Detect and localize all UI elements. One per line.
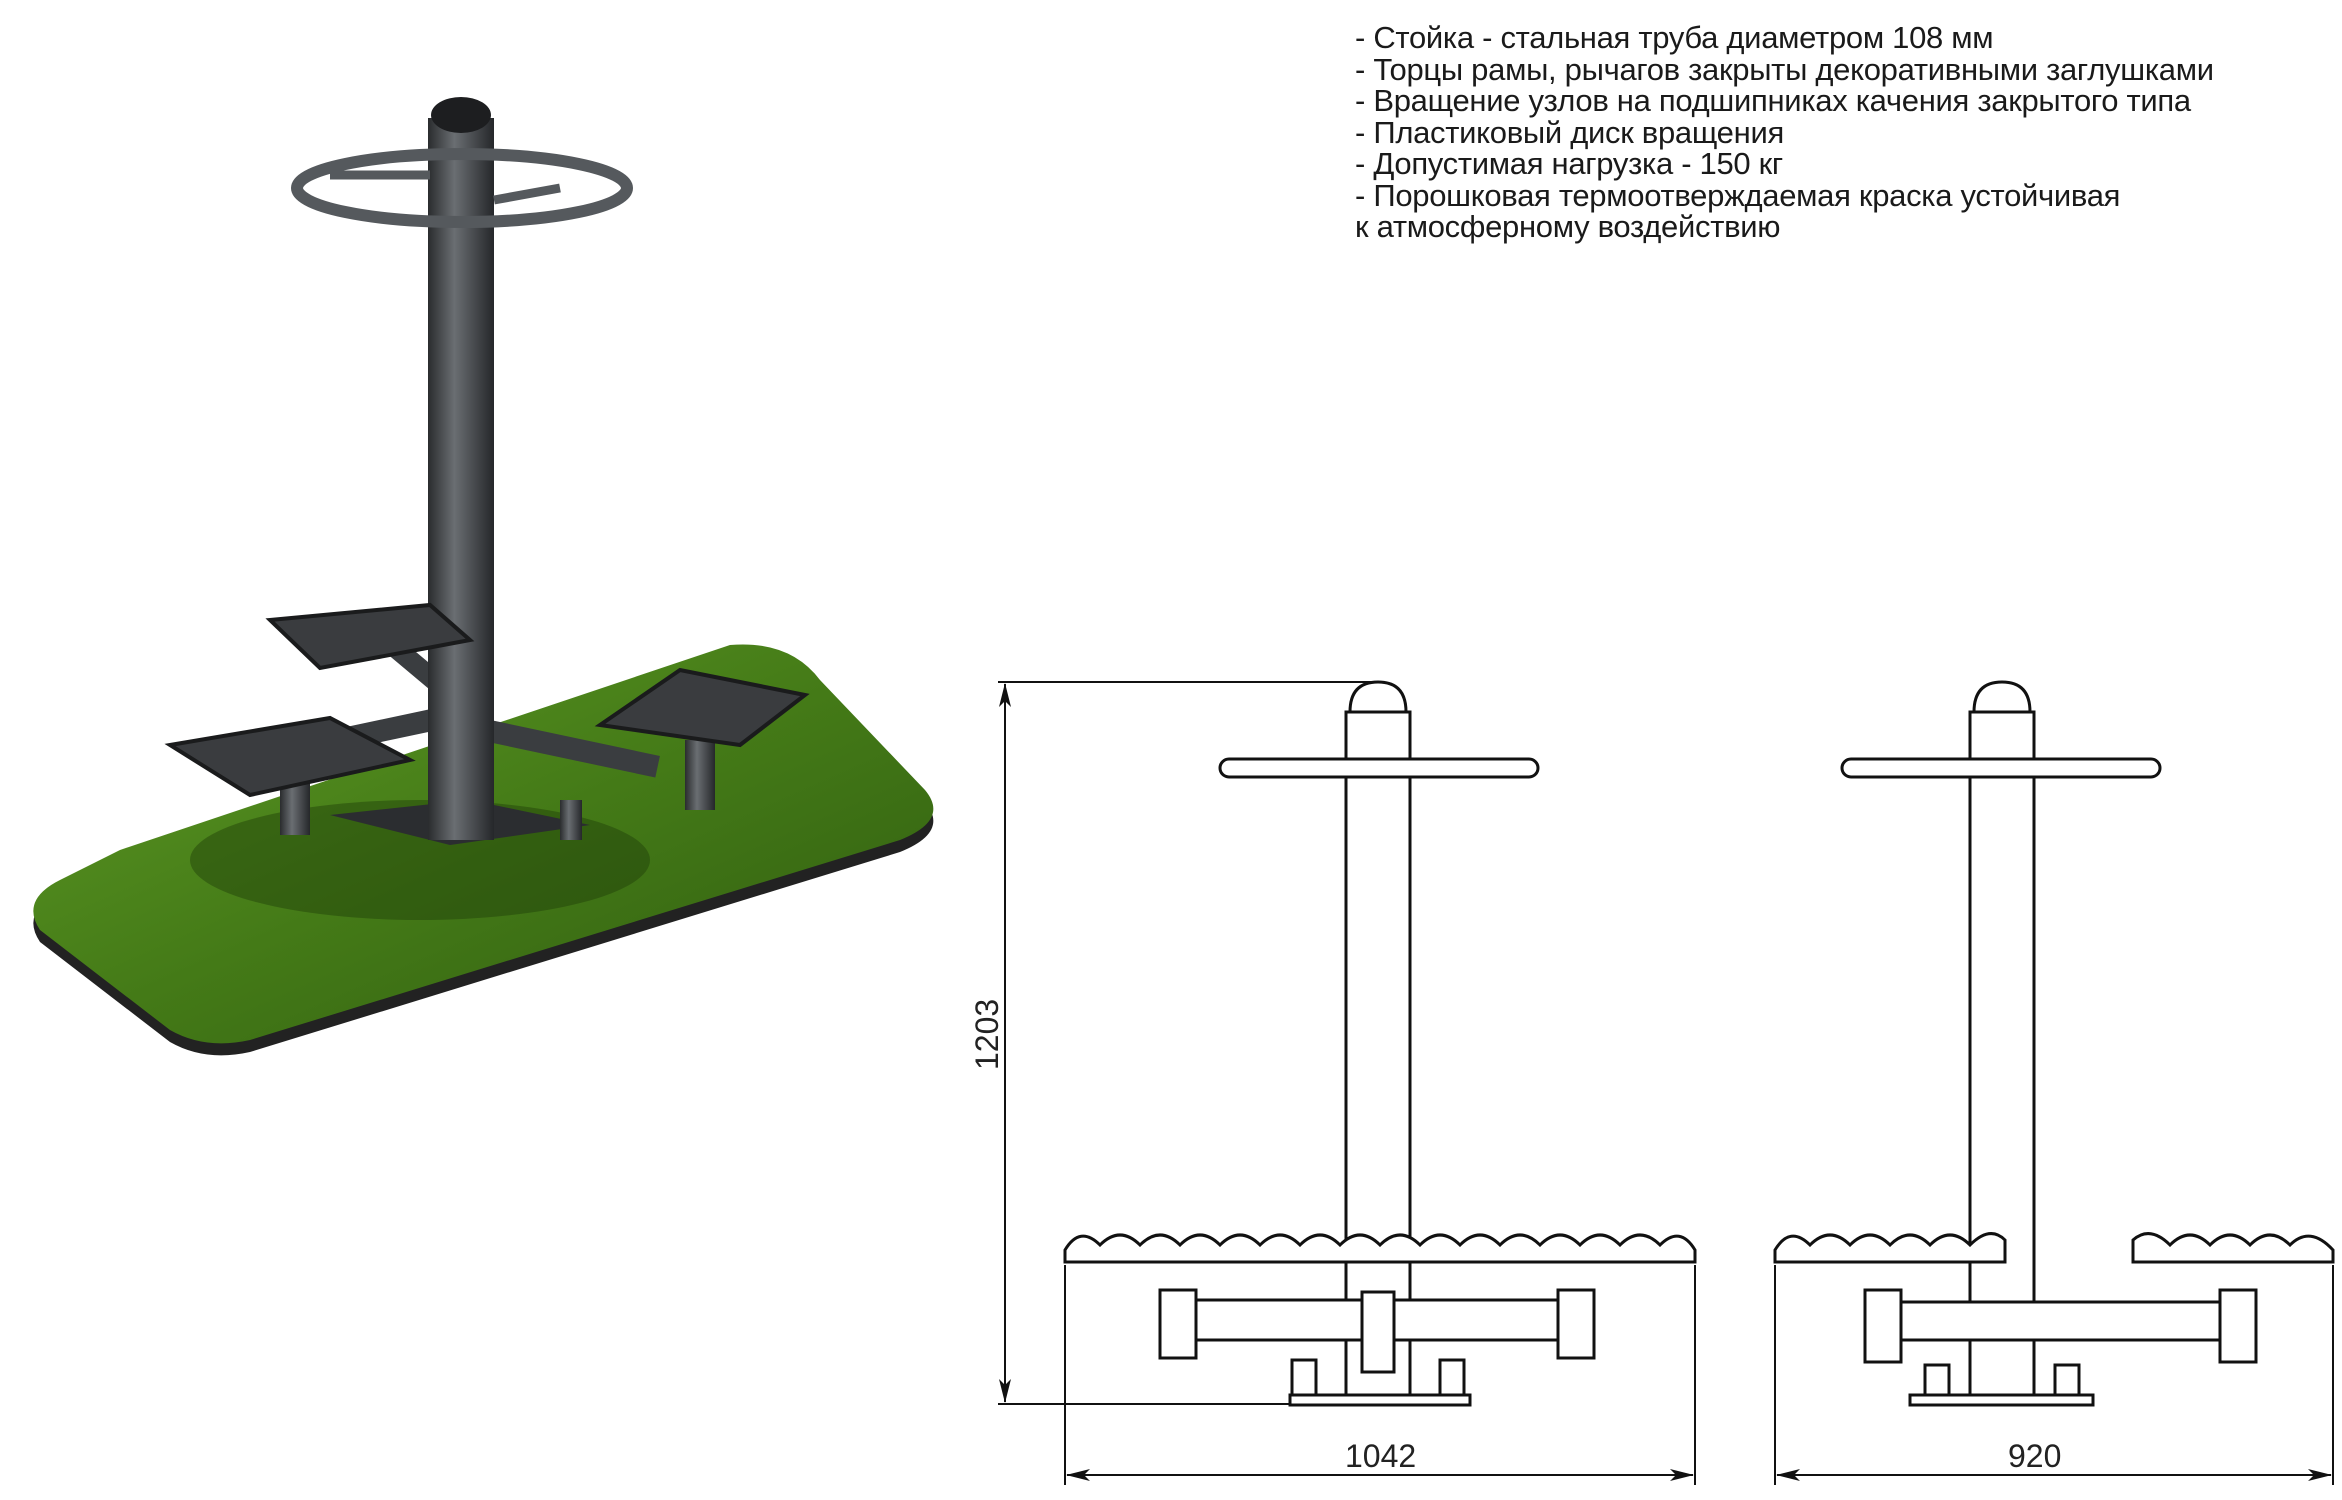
ring-handle (291, 148, 633, 228)
handle-bar (1218, 757, 1540, 779)
platform (594, 667, 810, 748)
arm (479, 718, 660, 778)
pole-cap (1348, 680, 1408, 714)
base-plate (1908, 1393, 2095, 1407)
spec-item: к атмосферному воздействию (1355, 209, 1781, 244)
handle-bar (1840, 757, 2162, 779)
width-front-label: 1042 (1345, 1438, 1416, 1474)
platforms (1063, 1233, 1697, 1264)
spec-item: - Порошковая термоотверждаемая краска ус… (1355, 177, 2121, 213)
spec-item: - Вращение узлов на подшипниках качения … (1355, 83, 2191, 118)
height-label: 1203 (969, 999, 1005, 1070)
front-view-drawing (1063, 680, 1697, 1407)
arm (1898, 1300, 2222, 1342)
leg (560, 800, 582, 840)
spec-item: - Стойка - стальная труба диаметром 108 … (1355, 20, 1994, 55)
pole-cap (1972, 680, 2032, 714)
pole (1968, 710, 2036, 1404)
base-plate (1288, 1393, 1472, 1407)
side-view-drawing (1773, 680, 2335, 1407)
specifications-list: - Стойка - стальная труба диаметром 108 … (1355, 22, 2214, 243)
spec-item: - Торцы рамы, рычагов закрыты декоративн… (1355, 51, 2214, 87)
platform (265, 602, 475, 671)
platform (164, 715, 416, 798)
spec-item: - Пластиковый диск вращения (1355, 114, 1784, 150)
pole-cap (431, 97, 491, 133)
pole (428, 118, 494, 840)
pole (1344, 710, 1412, 1404)
spec-item: - Допустимая нагрузка - 150 кг (1355, 146, 1783, 181)
platform (1773, 1232, 2007, 1264)
product-render (33, 97, 934, 1056)
platform (2131, 1232, 2335, 1264)
dimension-lines (998, 681, 2334, 1485)
leg (685, 740, 715, 810)
width-side-label: 920 (2008, 1438, 2061, 1474)
